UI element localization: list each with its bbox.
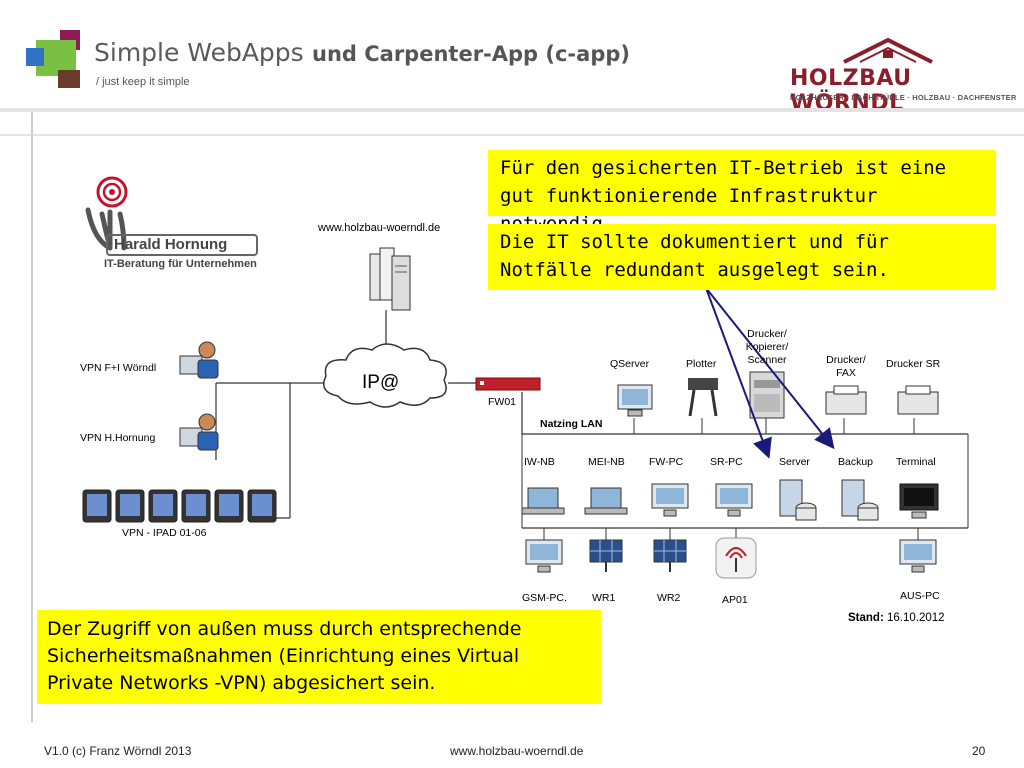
- brand-logo-squares: [24, 30, 84, 90]
- vpn-user-2-label: VPN H.Hornung: [80, 432, 156, 444]
- header-divider-2: [0, 134, 1024, 136]
- brand-subtitle: / just keep it simple: [96, 76, 190, 88]
- plotter-icon: [688, 378, 718, 417]
- device-label-ap01: AP01: [722, 594, 748, 606]
- callout-infrastructure: Für den gesicherten IT-Betrieb ist eine …: [488, 150, 996, 235]
- vpn-user-1-label: VPN F+I Wörndl: [80, 362, 157, 374]
- wr1-icon: [589, 539, 623, 572]
- webserver-url-label: www.holzbau-woerndl.de: [318, 222, 441, 234]
- vpn-user-2-icon: [179, 413, 219, 451]
- stand-label: Stand: 16.10.2012: [848, 612, 945, 624]
- backup-icon: [841, 479, 879, 521]
- holzbau-logo-tagline: HOLZHÄUSER · DACHSTÜHLE · HOLZBAU · DACH…: [790, 93, 1017, 102]
- device-label-backup: Backup: [838, 456, 874, 468]
- iw-nb-icon: [521, 487, 565, 515]
- callout-documentation: Die IT sollte dokumentiert und für Notfä…: [488, 224, 996, 290]
- brand-title: Simple WebApps: [94, 38, 304, 67]
- device-label-mei-nb: MEI-NB: [588, 456, 625, 468]
- ap01-icon: [715, 537, 757, 579]
- lan-label: Natzing LAN: [540, 418, 603, 430]
- ipad-icons: [82, 489, 277, 523]
- device-label-iw-nb: IW-NB: [524, 456, 555, 468]
- device-label-terminal: Terminal: [896, 456, 936, 468]
- mei-nb-icon: [584, 487, 628, 515]
- fw-pc-icon: [651, 483, 689, 517]
- header-divider: [0, 108, 1024, 112]
- stand-date: 16.10.2012: [886, 612, 945, 624]
- aus-pc-icon: [899, 539, 937, 573]
- server-icon: [779, 479, 817, 521]
- device-label-plotter: Plotter: [686, 358, 717, 370]
- gsm-pc-icon: [525, 539, 563, 573]
- internet-cloud-label: IP@: [362, 372, 400, 393]
- footer-page-number: 20: [972, 744, 986, 758]
- wr2-icon: [653, 539, 687, 572]
- callout-vpn-access: Der Zugriff von außen muss durch entspre…: [37, 610, 601, 704]
- consultant-tagline: IT-Beratung für Unternehmen: [104, 258, 257, 270]
- device-label-wr1: WR1: [592, 592, 616, 604]
- stand-label-text: Stand:: [848, 612, 884, 624]
- device-label-gsm-pc: GSM-PC.: [522, 592, 567, 604]
- fax-printer-icon: [825, 385, 867, 415]
- device-label-server: Server: [779, 456, 810, 468]
- holzbau-roof-logo: [843, 37, 933, 64]
- hornung-logo: [85, 176, 128, 251]
- consultant-name-bar: [106, 234, 258, 256]
- sr-pc-icon: [715, 483, 753, 517]
- consultant-name: Harald Hornung: [114, 236, 228, 253]
- vpn-ipad-label: VPN - IPAD 01-06: [122, 527, 207, 539]
- qserver-icon: [617, 384, 653, 417]
- device-label-fax: Drucker/ FAX: [826, 354, 866, 379]
- device-label-aus-pc: AUS-PC: [900, 590, 940, 602]
- device-label-wr2: WR2: [657, 592, 681, 604]
- left-margin-line: [31, 112, 33, 722]
- webserver-icon: [369, 247, 411, 311]
- device-label-qserver: QServer: [610, 358, 650, 370]
- footer-url: www.holzbau-woerndl.de: [450, 744, 584, 758]
- device-label-sr-pc: SR-PC: [710, 456, 743, 468]
- presentation-title: und Carpenter-App (c-app): [312, 42, 630, 66]
- footer-version: V1.0 (c) Franz Wörndl 2013: [44, 744, 192, 758]
- device-label-printer-sr: Drucker SR: [886, 358, 941, 370]
- device-label-fw-pc: FW-PC: [649, 456, 684, 468]
- vpn-user-1-icon: [179, 341, 219, 379]
- firewall-label: FW01: [488, 396, 517, 408]
- terminal-icon: [899, 483, 939, 519]
- device-label-copier: Drucker/ Kopierer/ Scanner: [745, 328, 789, 366]
- printer-sr-icon: [897, 385, 939, 415]
